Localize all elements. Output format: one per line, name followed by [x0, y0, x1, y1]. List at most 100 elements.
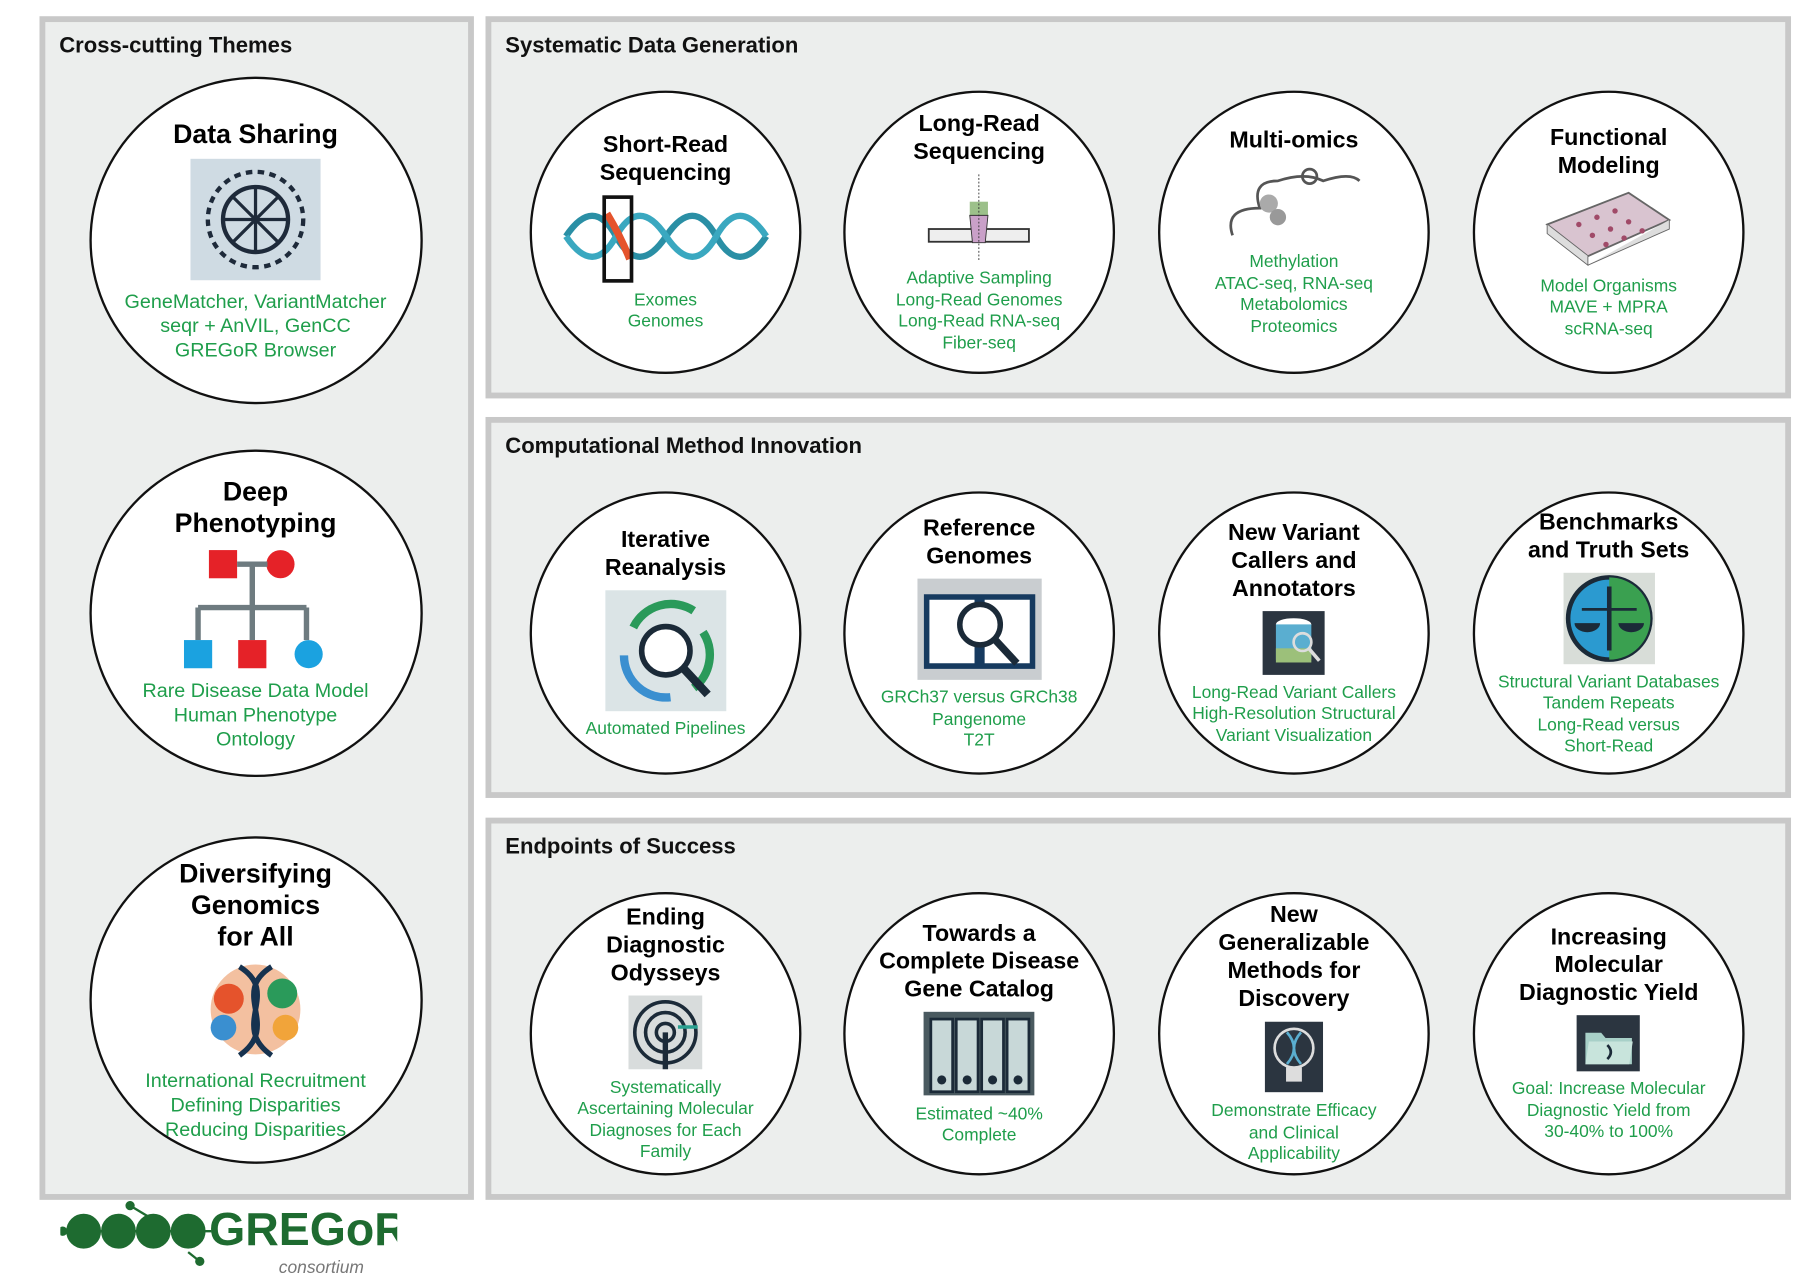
title-line: Odysseys: [610, 960, 721, 987]
item-line: GREGoR Browser: [174, 339, 337, 362]
item-line: Exomes: [634, 290, 697, 310]
title-line: and Truth Sets: [1528, 537, 1690, 563]
panel-title: Endpoints of Success: [505, 835, 736, 860]
title-line: Annotators: [1231, 575, 1356, 602]
title-line: Sequencing: [913, 138, 1045, 165]
svg-text:GREGoR: GREGoR: [209, 1203, 397, 1255]
title-line: Modeling: [1557, 153, 1660, 179]
title-line: Genomics: [190, 889, 321, 920]
title-line: Gene Catalog: [904, 977, 1055, 1003]
title-line: Towards a: [922, 921, 1036, 948]
item-line: GRCh37 versus GRCh38: [880, 687, 1078, 708]
item-line: ATAC-seq, RNA-seq: [1214, 273, 1373, 294]
item-line: Ascertaining Molecular: [577, 1099, 754, 1119]
title-line: Data Sharing: [173, 118, 338, 149]
gregor-logo: GREGoR consortium: [58, 1200, 408, 1283]
item-line: Ontology: [216, 727, 296, 750]
item-line: MAVE + MPRA: [1549, 297, 1668, 318]
pedigree-icon: [183, 549, 323, 668]
database-search-icon: [1262, 610, 1325, 675]
title-line: Molecular: [1554, 952, 1663, 979]
circle-items: Automated Pipelines: [586, 719, 746, 740]
item-line: Adaptive Sampling: [906, 268, 1052, 289]
title-line: Diagnostic: [606, 932, 725, 959]
circle-title: Multi-omics: [1229, 126, 1358, 154]
globe-network-icon: [190, 158, 321, 281]
item-line: Goal: Increase Molecular: [1511, 1079, 1706, 1100]
item-line: Reducing Disparities: [164, 1118, 347, 1141]
circle-title: Data Sharing: [173, 118, 338, 149]
item-line: Methylation: [1249, 252, 1339, 273]
item-line: Automated Pipelines: [585, 718, 746, 739]
item-line: Estimated ~40%: [915, 1104, 1043, 1124]
item-line: High-Resolution Structural: [1192, 704, 1396, 725]
scales-icon: [1562, 572, 1655, 664]
item-line: T2T: [963, 730, 995, 751]
item-line: Long-Read versus: [1537, 714, 1680, 735]
title-line: Short-Read: [602, 132, 729, 159]
maze-dna-icon: [628, 995, 703, 1070]
nanopore-icon: [928, 173, 1031, 261]
title-line: Complete Disease: [879, 949, 1080, 975]
chromatin-icon: [1229, 167, 1361, 236]
gregor-logo-icon: GREGoR consortium: [58, 1200, 408, 1277]
item-line: Family: [639, 1142, 692, 1162]
item-line: Complete: [941, 1125, 1017, 1146]
item-line: Long-Read Genomes: [895, 290, 1063, 310]
title-line: Reference: [922, 515, 1036, 541]
circle-items: Estimated ~40%Complete: [915, 1104, 1042, 1147]
title-line: Sequencing: [599, 160, 732, 186]
title-line: Generalizable: [1218, 930, 1370, 957]
item-line: scRNA-seq: [1564, 318, 1653, 339]
item-line: Model Organisms: [1540, 276, 1677, 296]
title-line: Discovery: [1238, 986, 1350, 1012]
item-line: Diagnostic Yield from: [1526, 1101, 1691, 1121]
title-line: Ending: [626, 904, 705, 931]
item-line: Variant Visualization: [1215, 725, 1373, 746]
panel-title: Computational Method Innovation: [505, 434, 862, 459]
item-line: Pangenome: [932, 709, 1027, 729]
title-line: for All: [217, 921, 294, 952]
title-line: Reanalysis: [604, 554, 727, 581]
book-magnifier-icon: [917, 578, 1042, 680]
well-plate-icon: [1545, 191, 1672, 266]
item-line: Tandem Repeats: [1542, 693, 1675, 714]
item-line: International Recruitment: [145, 1069, 366, 1092]
item-line: Long-Read Variant Callers: [1191, 682, 1396, 703]
item-line: Metabolomics: [1240, 295, 1348, 316]
